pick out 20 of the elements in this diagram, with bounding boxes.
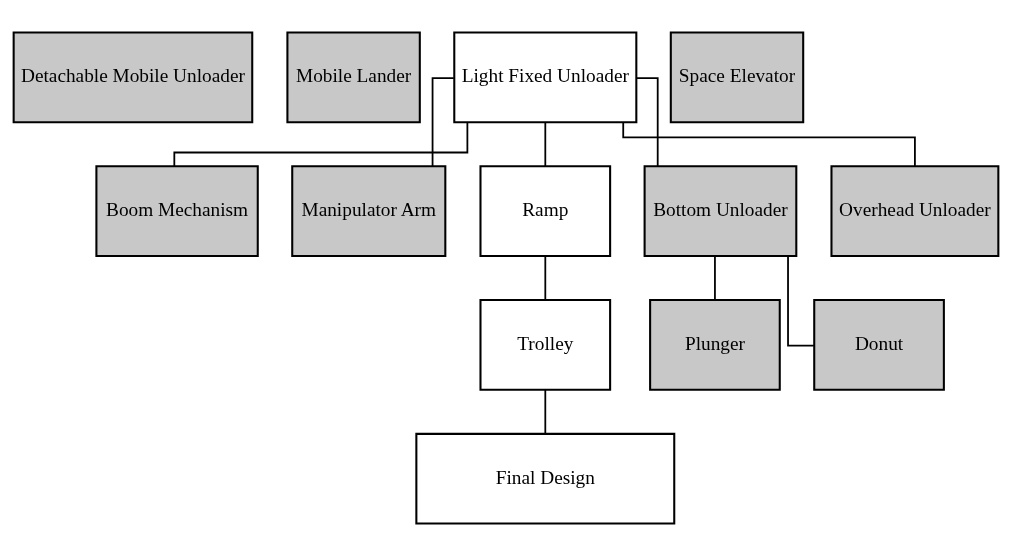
node-box: Mobile Lander — [286, 31, 421, 124]
node-box: Overhead Unloader — [830, 165, 1000, 257]
connector — [544, 255, 547, 301]
connector — [635, 77, 659, 167]
node-box: Trolley — [479, 299, 612, 391]
node-box: Ramp — [479, 165, 612, 257]
node-box: Final Design — [415, 432, 676, 525]
node-box: Boom Mechanism — [95, 165, 259, 257]
connector — [544, 121, 547, 167]
connector — [431, 77, 455, 167]
node-box: Plunger — [649, 299, 781, 391]
node-box: Detachable Mobile Unloader — [12, 31, 254, 124]
node-box: Space Elevator — [669, 31, 805, 124]
connector — [714, 255, 716, 301]
connector — [787, 255, 815, 347]
node-box: Light Fixed Unloader — [453, 31, 638, 124]
node-box: Bottom Unloader — [643, 165, 798, 257]
node-box: Manipulator Arm — [291, 165, 447, 257]
connector — [544, 388, 547, 435]
node-box: Donut — [813, 299, 945, 391]
